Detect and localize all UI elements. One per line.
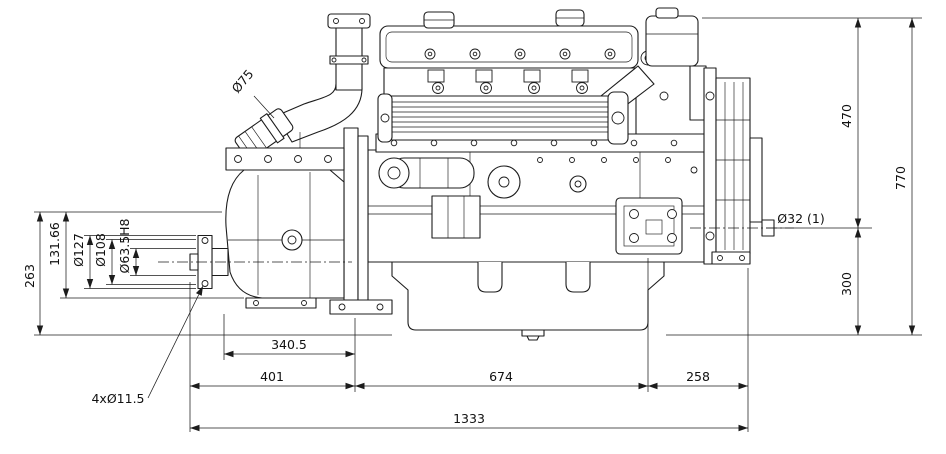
block-accessories <box>378 157 698 239</box>
engine-mount-right <box>615 197 683 255</box>
dim-label-d63-5: Ø63.5H8 <box>117 218 132 273</box>
dim-label-470: 470 <box>839 104 854 128</box>
drain-plug <box>526 335 540 341</box>
dim-label-d75: Ø75 <box>229 66 257 95</box>
leader-exhaust-hose <box>253 95 275 119</box>
dim-label-131-66: 131.66 <box>47 222 62 266</box>
dim-label-770: 770 <box>893 166 908 190</box>
dim-label-300: 300 <box>839 272 854 296</box>
dim-label-d32: Ø32 (1) <box>777 211 824 226</box>
leader-flange-holes <box>147 285 204 399</box>
dim-label-1333: 1333 <box>453 411 485 426</box>
dim-label-d127: Ø127 <box>71 233 86 267</box>
dim-label-263: 263 <box>22 264 37 288</box>
gearbox <box>225 147 345 309</box>
heat-exchanger <box>377 91 629 145</box>
dim-label-401: 401 <box>260 369 284 384</box>
dim-label-d108: Ø108 <box>93 233 108 267</box>
dim-label-258: 258 <box>686 369 710 384</box>
flywheel-housing <box>703 67 763 265</box>
dim-label-4xd11-5: 4xØ11.5 <box>91 391 144 406</box>
bell-housing-adapter <box>343 127 369 315</box>
engine-mount-left <box>329 299 393 315</box>
oil-sump <box>391 261 665 341</box>
expansion-tank <box>645 7 699 67</box>
dim-label-674: 674 <box>489 369 513 384</box>
dim-label-340-5: 340.5 <box>271 337 307 352</box>
dimension-lines <box>36 18 916 432</box>
oil-filler-caps <box>423 9 585 29</box>
valve-cover <box>379 25 639 69</box>
extension-lines <box>34 17 922 432</box>
